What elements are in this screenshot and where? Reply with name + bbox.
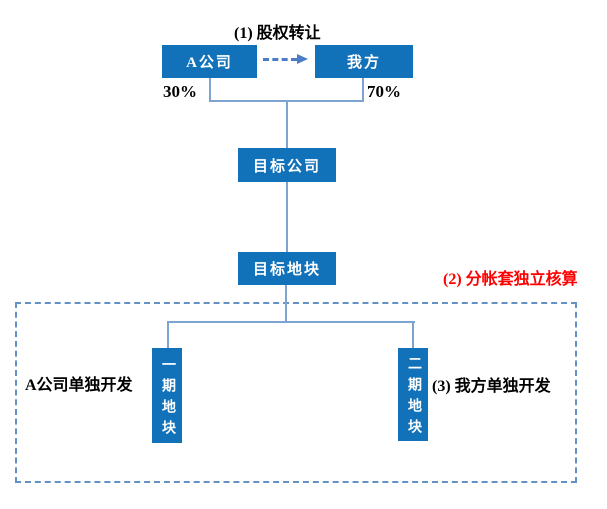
company-a-share-label: 30% — [163, 82, 197, 101]
connector-line-ourside-down — [362, 78, 364, 102]
connector-line-bottom-horizontal — [167, 321, 415, 323]
phase1-plot-node: 一期地块 — [152, 348, 182, 443]
step2-separate-accounting-label: (2) 分帐套独立核算 — [443, 271, 578, 288]
company-a-development-label: A公司单独开发 — [25, 377, 133, 394]
our-side-node: 我方 — [315, 45, 413, 78]
our-side-share-label: 70% — [367, 82, 401, 101]
target-plot-node: 目标地块 — [238, 252, 336, 285]
connector-line-plot-down — [285, 285, 287, 323]
phase2-plot-node: 二期地块 — [398, 348, 428, 441]
target-company-node: 目标公司 — [238, 148, 336, 182]
transfer-arrow-shaft — [263, 58, 297, 61]
step1-equity-transfer-label: (1) 股权转让 — [234, 25, 321, 42]
connector-line-to-target-company — [286, 100, 288, 148]
company-a-node: A公司 — [162, 45, 257, 78]
transfer-arrow-head-icon — [297, 54, 308, 64]
connector-line-to-phase1 — [167, 321, 169, 348]
connector-line-to-phase2 — [412, 321, 414, 348]
step3-our-side-development-label: (3) 我方单独开发 — [432, 378, 551, 395]
connector-line-companya-down — [209, 78, 211, 102]
development-region-dashed-box — [15, 302, 577, 483]
connector-line-to-target-plot — [286, 182, 288, 252]
